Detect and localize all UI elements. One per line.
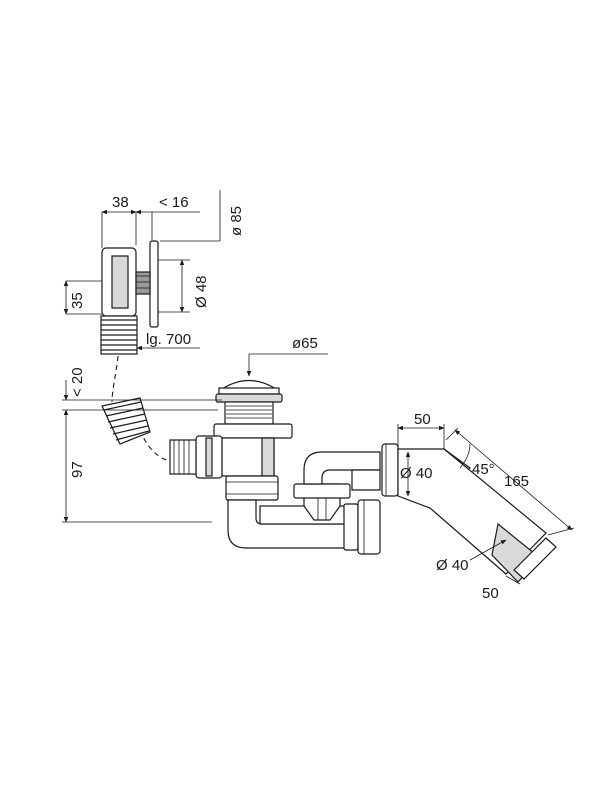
dim-97: 97 [69,461,86,478]
dim-less-20: < 20 [69,367,86,397]
dim-diameter-48: Ø 48 [193,275,210,308]
dim-165: 165 [504,473,529,490]
dim-50-bottom: 50 [482,585,499,602]
dim-diameter-40-bottom: Ø 40 [436,557,469,574]
dim-50-top: 50 [414,411,431,428]
dim-35: 35 [69,292,86,309]
dimension-labels: 38 < 16 ø 85 Ø 48 35 lg. 700 ø65 < 20 97… [69,194,529,602]
overflow-assembly [100,240,179,463]
dim-lg-700: lg. 700 [146,331,191,348]
dim-38: 38 [112,194,129,211]
dim-diameter-85: ø 85 [228,206,245,236]
dimension-lines [62,190,575,585]
waste-valve [169,379,293,501]
dim-diameter-65: ø65 [292,335,318,352]
dim-diameter-40-left: Ø 40 [400,465,433,482]
dim-45-degree: 45° [472,461,495,478]
overflow-hose-ribs [101,319,137,351]
hose-coil [101,397,151,445]
dim-less-16: < 16 [159,194,189,211]
trap [227,443,399,555]
